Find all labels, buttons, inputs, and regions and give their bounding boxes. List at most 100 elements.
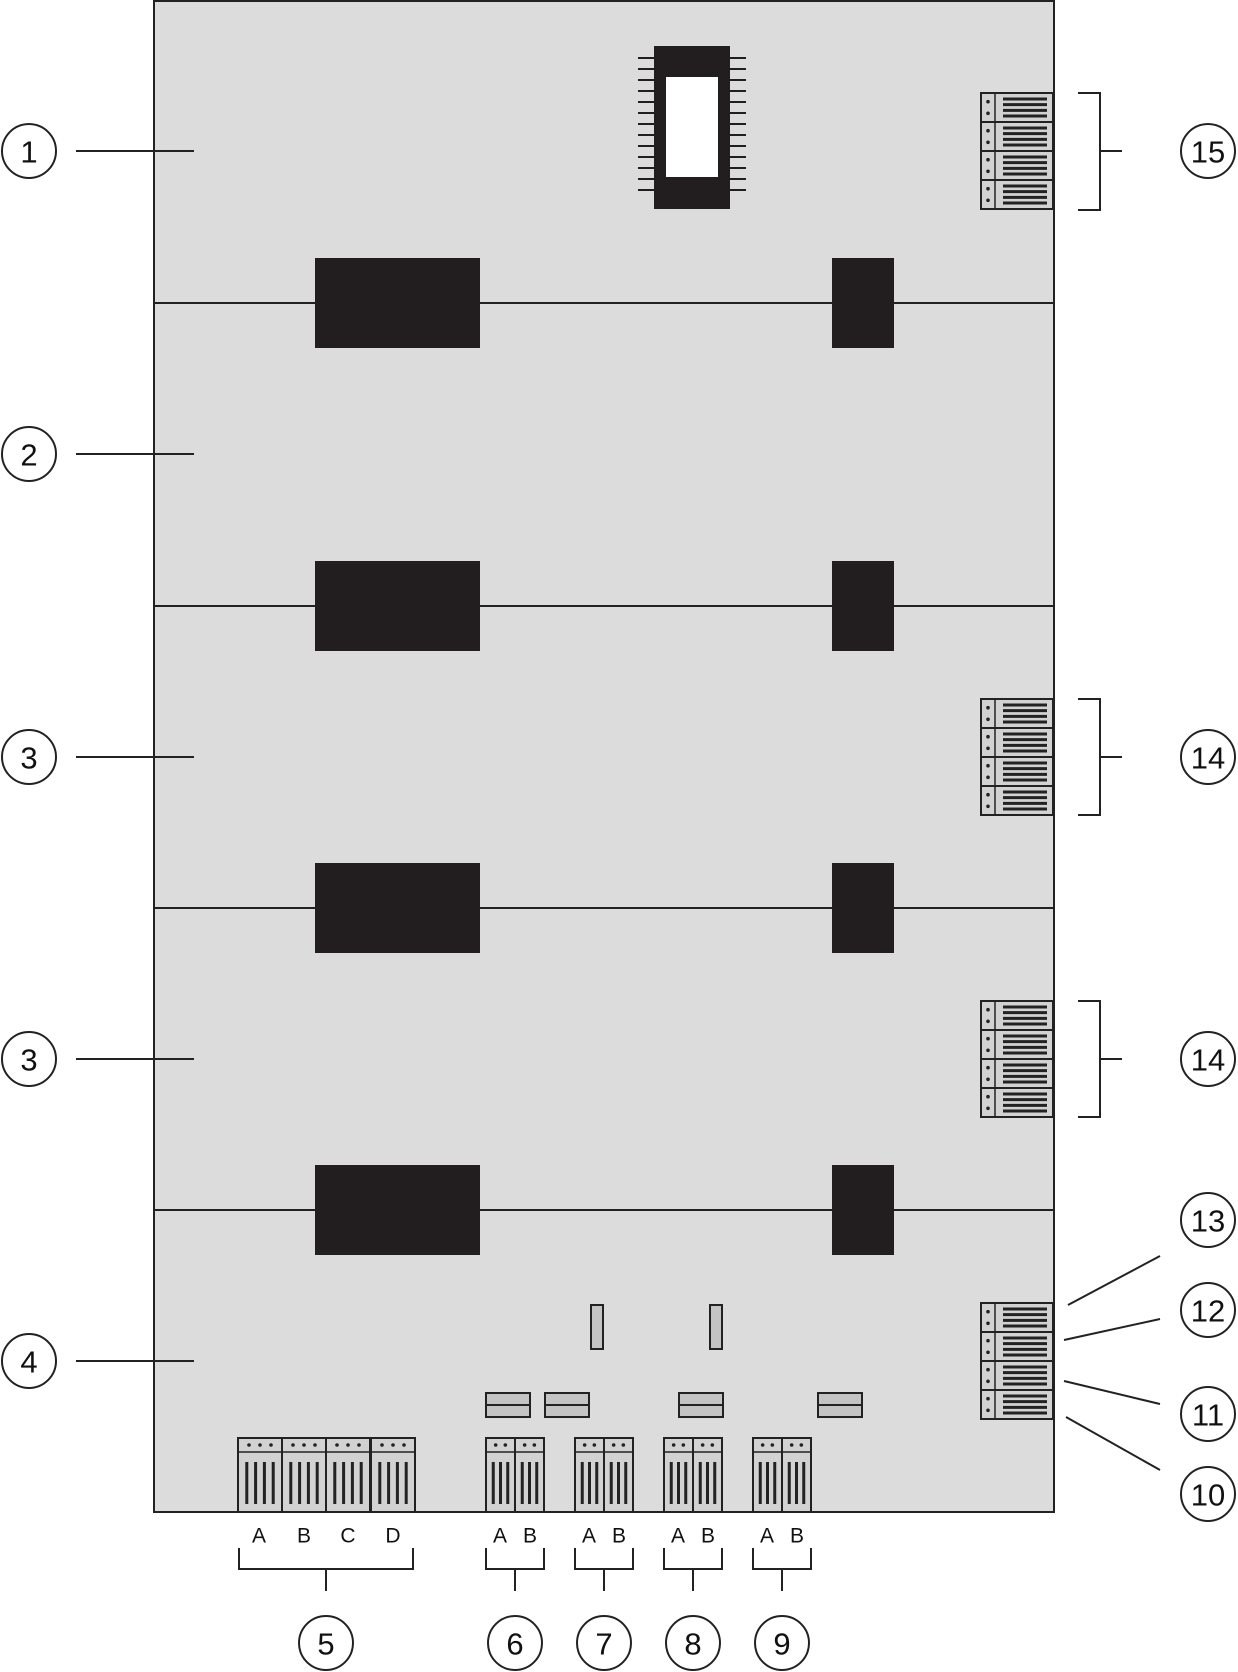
terminal-block-icon	[980, 1000, 1054, 1118]
bracket-6	[485, 1548, 545, 1591]
callouts: 1 2 3 3 4 15 14 14	[1, 123, 1236, 1671]
terminal-block-icon	[370, 1437, 416, 1513]
section-dividers	[154, 302, 1054, 1211]
led-indicator-icon	[709, 1304, 723, 1350]
callout-number: 3	[20, 1043, 37, 1078]
callout-number: 12	[1191, 1294, 1225, 1329]
fuse-icon	[678, 1392, 724, 1418]
led-indicator-icon	[590, 1304, 604, 1350]
letter-8a: A	[671, 1525, 685, 1548]
terminal-block-icon	[574, 1437, 605, 1513]
letter-6b: B	[523, 1525, 537, 1548]
callout-number: 4	[20, 1345, 37, 1380]
callout-2: 2	[1, 426, 57, 482]
leader-line	[1063, 1318, 1161, 1341]
letter-8b: B	[701, 1525, 715, 1548]
board-panel	[153, 0, 1055, 1513]
fuse-row	[485, 1392, 863, 1418]
callout-11: 11	[1180, 1386, 1236, 1442]
callout-12: 12	[1180, 1282, 1236, 1338]
transformer-block-icons	[315, 258, 894, 1255]
terminal-block-icon	[485, 1437, 516, 1513]
bracket-5	[238, 1548, 414, 1591]
transformer-block-icon	[832, 258, 894, 348]
callout-number: 7	[595, 1627, 612, 1662]
chip-icon	[638, 46, 746, 209]
callout-4: 4	[1, 1333, 57, 1389]
terminal-block-icon	[980, 1302, 1054, 1420]
callout-number: 14	[1191, 741, 1225, 776]
terminal-block-icon	[237, 1437, 283, 1513]
transformer-block-icon	[315, 561, 480, 651]
callout-number: 9	[773, 1627, 790, 1662]
terminal-letters: A B C D A B A B A B A B	[252, 1525, 804, 1548]
callout-number: 15	[1191, 135, 1225, 170]
terminal-block-icon	[514, 1437, 545, 1513]
fuse-icon	[544, 1392, 590, 1418]
callout-number: 14	[1191, 1043, 1225, 1078]
callout-6: 6	[487, 1615, 543, 1671]
callout-number: 11	[1192, 1398, 1224, 1433]
callout-number: 13	[1191, 1204, 1225, 1239]
terminal-block-icon	[663, 1437, 694, 1513]
callout-14b: 14	[1180, 1031, 1236, 1087]
letter-5a: A	[252, 1525, 266, 1548]
callout-7: 7	[576, 1615, 632, 1671]
leader-line	[1065, 1416, 1161, 1471]
callout-number: 8	[684, 1627, 701, 1662]
left-leaders	[76, 150, 194, 1362]
terminal-block-icon	[325, 1437, 371, 1513]
terminal-block-icon	[980, 92, 1054, 210]
bracket-15	[1078, 92, 1122, 211]
callout-number: 3	[20, 741, 37, 776]
callout-1: 1	[1, 123, 57, 179]
callout-13: 13	[1180, 1192, 1236, 1248]
callout-number: 5	[317, 1627, 334, 1662]
bracket-8	[663, 1548, 723, 1591]
terminal-block-icon	[281, 1437, 327, 1513]
right-brackets	[1078, 92, 1122, 1118]
transformer-block-icon	[832, 863, 894, 953]
bracket-7	[574, 1548, 634, 1591]
terminal-block-icon	[980, 698, 1054, 816]
letter-9a: A	[760, 1525, 774, 1548]
bracket-14a	[1078, 698, 1122, 816]
letter-5d: D	[385, 1525, 400, 1548]
terminal-block-icon	[752, 1437, 783, 1513]
right-terminal-stacks	[980, 92, 1054, 1420]
fuse-icon	[817, 1392, 863, 1418]
fuse-icon	[485, 1392, 531, 1418]
bottom-brackets	[238, 1548, 812, 1591]
bracket-9	[752, 1548, 812, 1591]
letter-7a: A	[582, 1525, 596, 1548]
leader-line	[1063, 1380, 1161, 1405]
callout-9: 9	[754, 1615, 810, 1671]
led-indicators	[590, 1304, 723, 1350]
transformer-block-icon	[832, 1165, 894, 1255]
terminal-block-icon	[781, 1437, 812, 1513]
transformer-block-icon	[315, 258, 480, 348]
callout-number: 1	[20, 135, 37, 170]
bottom-terminal-blocks	[237, 1437, 812, 1513]
callout-8: 8	[665, 1615, 721, 1671]
callout-3b: 3	[1, 1031, 57, 1087]
terminal-block-icon	[692, 1437, 723, 1513]
letter-5b: B	[297, 1525, 311, 1548]
letter-6a: A	[493, 1525, 507, 1548]
leader-line	[1067, 1255, 1161, 1306]
letter-5c: C	[340, 1525, 355, 1548]
callout-10: 10	[1180, 1466, 1236, 1522]
letter-7b: B	[612, 1525, 626, 1548]
callout-number: 6	[506, 1627, 523, 1662]
letter-9b: B	[790, 1525, 804, 1548]
transformer-block-icon	[315, 1165, 480, 1255]
transformer-block-icon	[832, 561, 894, 651]
right-leaders	[1063, 1255, 1161, 1471]
transformer-block-icon	[315, 863, 480, 953]
callout-15: 15	[1180, 123, 1236, 179]
callout-3a: 3	[1, 729, 57, 785]
callout-number: 10	[1191, 1478, 1225, 1513]
bracket-14b	[1078, 1000, 1122, 1118]
callout-number: 2	[20, 438, 37, 473]
